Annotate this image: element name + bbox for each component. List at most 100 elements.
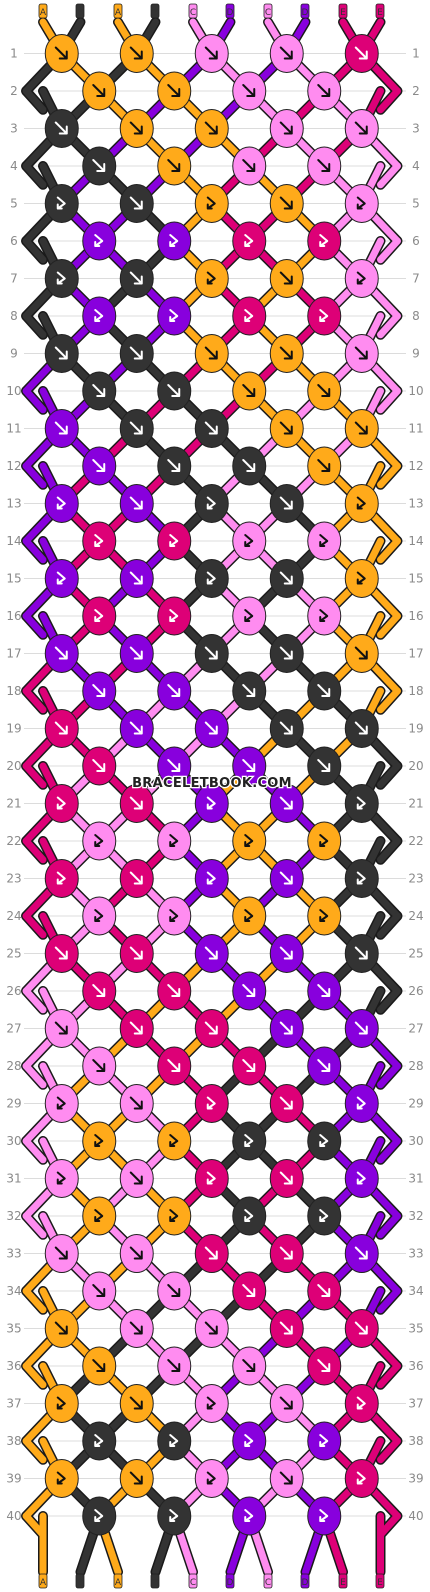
knot xyxy=(232,1196,267,1236)
knot xyxy=(269,1084,304,1123)
knot-arrow-icon xyxy=(354,946,368,960)
knot-arrow-icon xyxy=(56,571,66,585)
knot xyxy=(119,1009,154,1048)
strand-end-bottom xyxy=(225,1573,235,1589)
knot-arrow-icon xyxy=(279,1471,293,1485)
knot xyxy=(344,34,379,73)
knot-arrow-icon xyxy=(356,196,366,210)
strand-end-top xyxy=(188,3,198,19)
strand-label-bottom: A xyxy=(115,1578,122,1588)
strand-end-bottom xyxy=(113,1573,123,1589)
knot-body xyxy=(194,559,229,598)
knot xyxy=(44,1234,79,1273)
strand-label-top: D xyxy=(227,8,234,18)
knot-body xyxy=(307,1421,342,1461)
knot-arrow-icon xyxy=(319,1434,329,1447)
row-number-right: 6 xyxy=(412,234,420,248)
knot-arrow-icon xyxy=(167,759,181,772)
knot-arrow-icon xyxy=(319,1509,329,1522)
strand-end-bottom xyxy=(188,1573,198,1589)
knot xyxy=(44,709,79,748)
strand-C xyxy=(377,312,401,339)
knot-arrow-icon xyxy=(92,1284,106,1297)
strand-B xyxy=(377,837,401,864)
knot-body xyxy=(194,184,229,223)
knot-arrow-icon xyxy=(317,84,331,97)
knot xyxy=(307,71,342,111)
knot xyxy=(119,1309,154,1348)
knot-arrow-icon xyxy=(244,1509,254,1522)
knot xyxy=(44,484,79,523)
knot xyxy=(232,1346,267,1386)
knot xyxy=(344,859,379,898)
knot-body xyxy=(232,821,267,861)
row-number-left: 10 xyxy=(6,384,21,398)
knot-arrow-icon xyxy=(356,571,366,585)
knot-arrow-icon xyxy=(354,1246,368,1260)
knot xyxy=(157,596,192,636)
row-number-left: 30 xyxy=(6,1134,21,1148)
knot xyxy=(157,521,192,561)
knot-arrow-icon xyxy=(167,684,181,697)
knot xyxy=(157,1196,192,1236)
knot-arrow-icon xyxy=(92,84,106,97)
strand-C xyxy=(22,1062,47,1089)
knot xyxy=(44,1084,79,1123)
knot xyxy=(269,259,304,298)
knot-body xyxy=(157,296,192,336)
knot-body xyxy=(232,1496,267,1536)
knot-body xyxy=(82,221,117,261)
knot-body xyxy=(344,1384,379,1423)
braceletbook-watermark: BRACELETBOOK.COM xyxy=(132,776,292,791)
knot xyxy=(82,296,117,336)
knot xyxy=(232,1271,267,1311)
knot xyxy=(344,1159,379,1198)
knot-arrow-icon xyxy=(279,496,293,510)
knot-body xyxy=(344,859,379,898)
knot-arrow-icon xyxy=(169,1209,179,1222)
knot xyxy=(82,521,117,561)
knot-arrow-icon xyxy=(242,384,256,397)
row-number-right: 12 xyxy=(408,459,423,473)
knot-arrow-icon xyxy=(54,1321,68,1335)
knot-body xyxy=(82,596,117,636)
knot-arrow-icon xyxy=(54,121,68,135)
knot-arrow-icon xyxy=(56,271,66,285)
strand-E xyxy=(377,1437,401,1464)
row-number-left: 39 xyxy=(6,1472,21,1486)
knot xyxy=(119,709,154,748)
knot xyxy=(157,671,192,711)
knot xyxy=(232,296,267,336)
knot xyxy=(44,259,79,298)
knot xyxy=(194,859,229,898)
knot-body xyxy=(44,184,79,223)
strand-label-bottom: D xyxy=(302,1578,309,1588)
knot xyxy=(307,1346,342,1386)
knot-arrow-icon xyxy=(54,1246,68,1260)
row-number-right: 39 xyxy=(408,1472,423,1486)
knot-arrow-icon xyxy=(56,496,66,510)
knot-arrow-icon xyxy=(92,1059,106,1072)
knot-body xyxy=(82,896,117,936)
knot-arrow-icon xyxy=(279,271,293,285)
knot xyxy=(194,34,229,73)
strand-end-top xyxy=(150,3,160,19)
knot-arrow-icon xyxy=(242,1059,256,1072)
knot xyxy=(307,821,342,861)
knot-arrow-icon xyxy=(129,1096,143,1110)
knot xyxy=(82,221,117,261)
knot-arrow-icon xyxy=(319,534,329,547)
knot-arrow-icon xyxy=(169,534,179,547)
knot xyxy=(44,559,79,598)
knot xyxy=(119,334,154,373)
knot xyxy=(269,184,304,223)
strand-label-top: E xyxy=(340,8,346,18)
knot-arrow-icon xyxy=(206,871,216,885)
row-number-left: 22 xyxy=(6,834,21,848)
knot xyxy=(157,221,192,261)
knot-body xyxy=(194,1159,229,1198)
row-number-right: 20 xyxy=(408,759,423,773)
knot-body xyxy=(157,1121,192,1161)
knot-arrow-icon xyxy=(354,121,368,135)
knot xyxy=(82,71,117,111)
